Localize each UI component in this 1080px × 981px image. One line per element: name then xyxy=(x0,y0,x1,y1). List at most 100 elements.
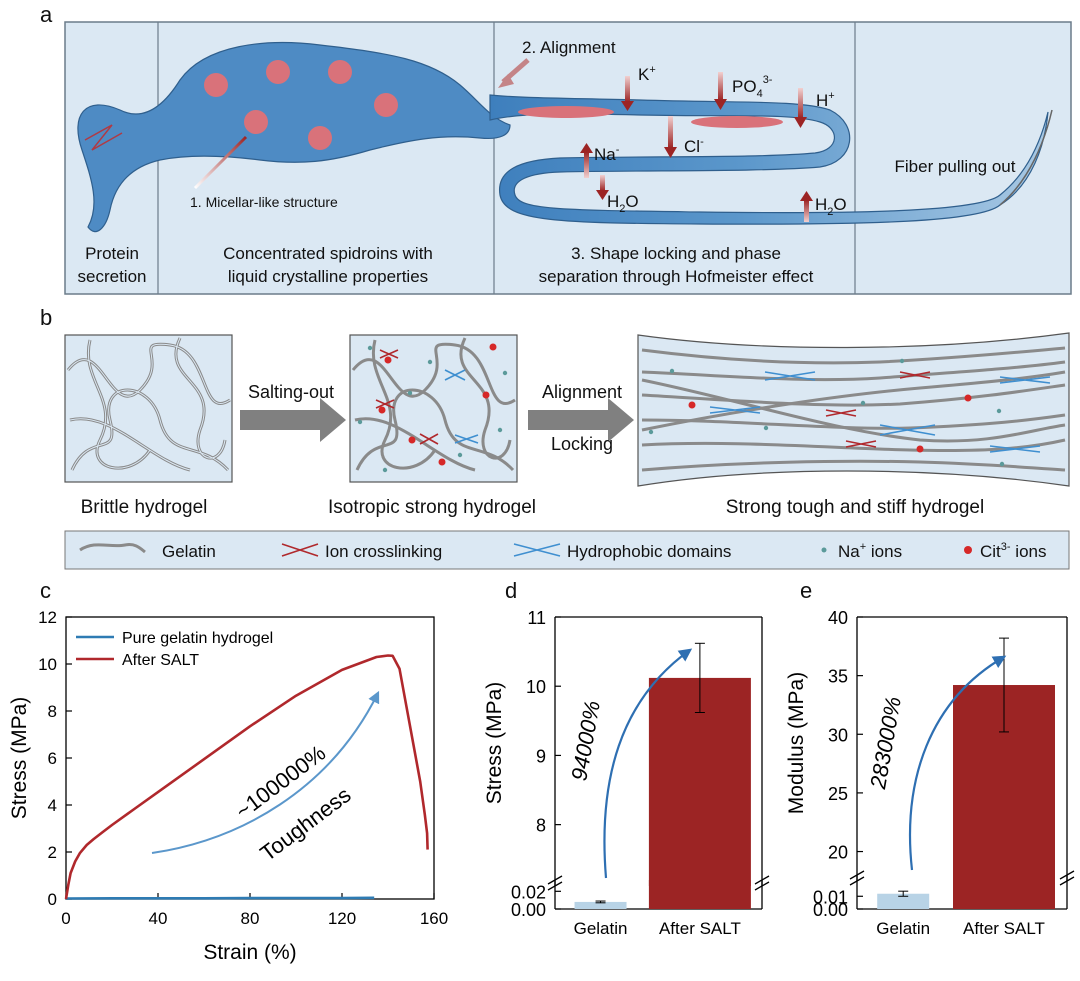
panel-a-letter: a xyxy=(40,2,53,27)
panel-e-letter: e xyxy=(800,578,812,603)
x-tick-label: 120 xyxy=(328,909,356,928)
axis-break-mark xyxy=(754,875,770,885)
bar-after-salt-lower xyxy=(648,880,751,909)
step-1-label: 1. Micellar-like structure xyxy=(190,194,338,210)
axis-break-mark xyxy=(849,876,865,886)
water-label-2: H2O xyxy=(815,195,847,218)
panel-b: b Salting-out xyxy=(40,305,1070,518)
y-tick-label: 0.02 xyxy=(511,882,546,902)
hydrophobic-domains-b xyxy=(444,369,479,444)
po4-ion-label: PO43- xyxy=(732,74,773,100)
ion-crosslinks-aligned xyxy=(825,371,931,448)
micelle xyxy=(328,60,352,84)
ion-crosslinks-b xyxy=(375,349,439,445)
water-label-1: H2O xyxy=(607,192,639,215)
y-tick-label: 9 xyxy=(536,746,546,766)
micelle xyxy=(204,73,228,97)
y-tick-label: 8 xyxy=(48,702,57,721)
axis-break-mark xyxy=(1059,870,1075,880)
na-ion-label: Na- xyxy=(594,144,620,164)
spinning-duct xyxy=(489,94,1049,225)
micelle xyxy=(266,60,290,84)
increase-arrow xyxy=(603,648,693,879)
locking-label: Locking xyxy=(551,434,613,454)
y-tick-label: 40 xyxy=(828,608,848,628)
po4-ion-arrow-head xyxy=(714,99,727,110)
x-tick-label: 0 xyxy=(61,909,70,928)
ions-b xyxy=(357,343,508,473)
panel-b-letter: b xyxy=(40,305,52,330)
salting-out-label: Salting-out xyxy=(248,382,334,402)
x-tick-label: 160 xyxy=(420,909,448,928)
y-tick-label: 25 xyxy=(828,784,848,804)
y-tick-label: 30 xyxy=(828,725,848,745)
section-spidroin-line2: liquid crystalline properties xyxy=(228,267,428,286)
y-tick-label: 2 xyxy=(48,843,57,862)
water-out-arrow-head xyxy=(596,190,609,200)
brittle-hydrogel-box xyxy=(64,334,233,483)
panel-a: a xyxy=(40,2,1072,295)
legend-label: Pure gelatin hydrogel xyxy=(122,630,273,647)
y-tick-label: 12 xyxy=(38,608,57,627)
k-ion-arrow-head xyxy=(621,101,634,111)
step-2-label: 2. Alignment xyxy=(522,38,616,57)
y-tick-label: 35 xyxy=(828,667,848,687)
axis-break-mark xyxy=(1059,876,1075,886)
category-label: After SALT xyxy=(963,919,1045,938)
y-tick-label: 10 xyxy=(526,677,546,697)
panel-c-letter: c xyxy=(40,578,51,603)
legend-ion-crosslinking: Ion crosslinking xyxy=(325,542,442,561)
y-axis-label: Modulus (MPa) xyxy=(785,672,808,814)
salting-out-arrow xyxy=(240,398,346,442)
axis-break-mark xyxy=(547,881,563,891)
hydrophobic-domains-aligned xyxy=(709,371,1051,453)
y-tick-label: 8 xyxy=(536,816,546,836)
axis-break-mark xyxy=(754,881,770,891)
increase-annotation: 283000% xyxy=(865,695,906,792)
y-tick-label: 0 xyxy=(48,890,57,909)
series-line xyxy=(65,896,375,900)
x-tick-label: 40 xyxy=(149,909,168,928)
ion-crosslinking-legend-icon xyxy=(281,543,319,557)
section-locking-line2: separation through Hofmeister effect xyxy=(539,267,814,286)
protein-zigzag xyxy=(84,124,123,151)
isotropic-hydrogel-box xyxy=(349,334,518,483)
y-axis-label: Stress (MPa) xyxy=(483,682,506,805)
h-ion-label: H+ xyxy=(816,90,835,110)
legend-hydrophobic: Hydrophobic domains xyxy=(567,542,731,561)
axis-break-mark xyxy=(547,875,563,885)
na-ion-arrow-head xyxy=(580,143,593,153)
increase-annotation: 94000% xyxy=(566,699,605,783)
legend-bar: Gelatin Ion crosslinking Hydrophobic dom… xyxy=(64,530,1070,570)
isotropic-hydrogel-label: Isotropic strong hydrogel xyxy=(328,497,536,518)
stiff-hydrogel-label: Strong tough and stiff hydrogel xyxy=(726,497,984,518)
cl-ion-arrow xyxy=(668,116,673,148)
micellar-pointer-arrow xyxy=(193,135,248,190)
y-tick-label: 0.00 xyxy=(813,900,848,920)
water-out-arrow xyxy=(600,175,605,191)
y-axis-label: Stress (MPa) xyxy=(8,697,31,820)
series-line xyxy=(64,654,429,900)
section-locking-line1: 3. Shape locking and phase xyxy=(571,244,781,263)
y-tick-label: 11 xyxy=(527,608,546,628)
legend-label: After SALT xyxy=(122,652,199,669)
cl-ion-label: Cl- xyxy=(684,136,704,156)
panel-d-letter: d xyxy=(505,578,517,603)
aligned-micelle xyxy=(691,116,783,128)
y-tick-label: 0.01 xyxy=(813,887,848,907)
category-label: Gelatin xyxy=(876,919,930,938)
alignment-pointer-head xyxy=(498,74,514,88)
pulled-fiber xyxy=(999,109,1053,206)
section-spidroin-line1: Concentrated spidroins with xyxy=(223,244,433,263)
na-ion-arrow xyxy=(584,152,589,178)
x-axis-label: Strain (%) xyxy=(203,941,296,964)
h-ion-arrow xyxy=(798,88,803,118)
hydrophobic-legend-icon xyxy=(513,543,561,557)
legend-na-ions: Na+ ions xyxy=(838,541,902,561)
x-tick-label: 80 xyxy=(241,909,260,928)
section-protein-line2: secretion xyxy=(78,267,147,286)
cl-ion-arrow-head xyxy=(664,147,677,158)
